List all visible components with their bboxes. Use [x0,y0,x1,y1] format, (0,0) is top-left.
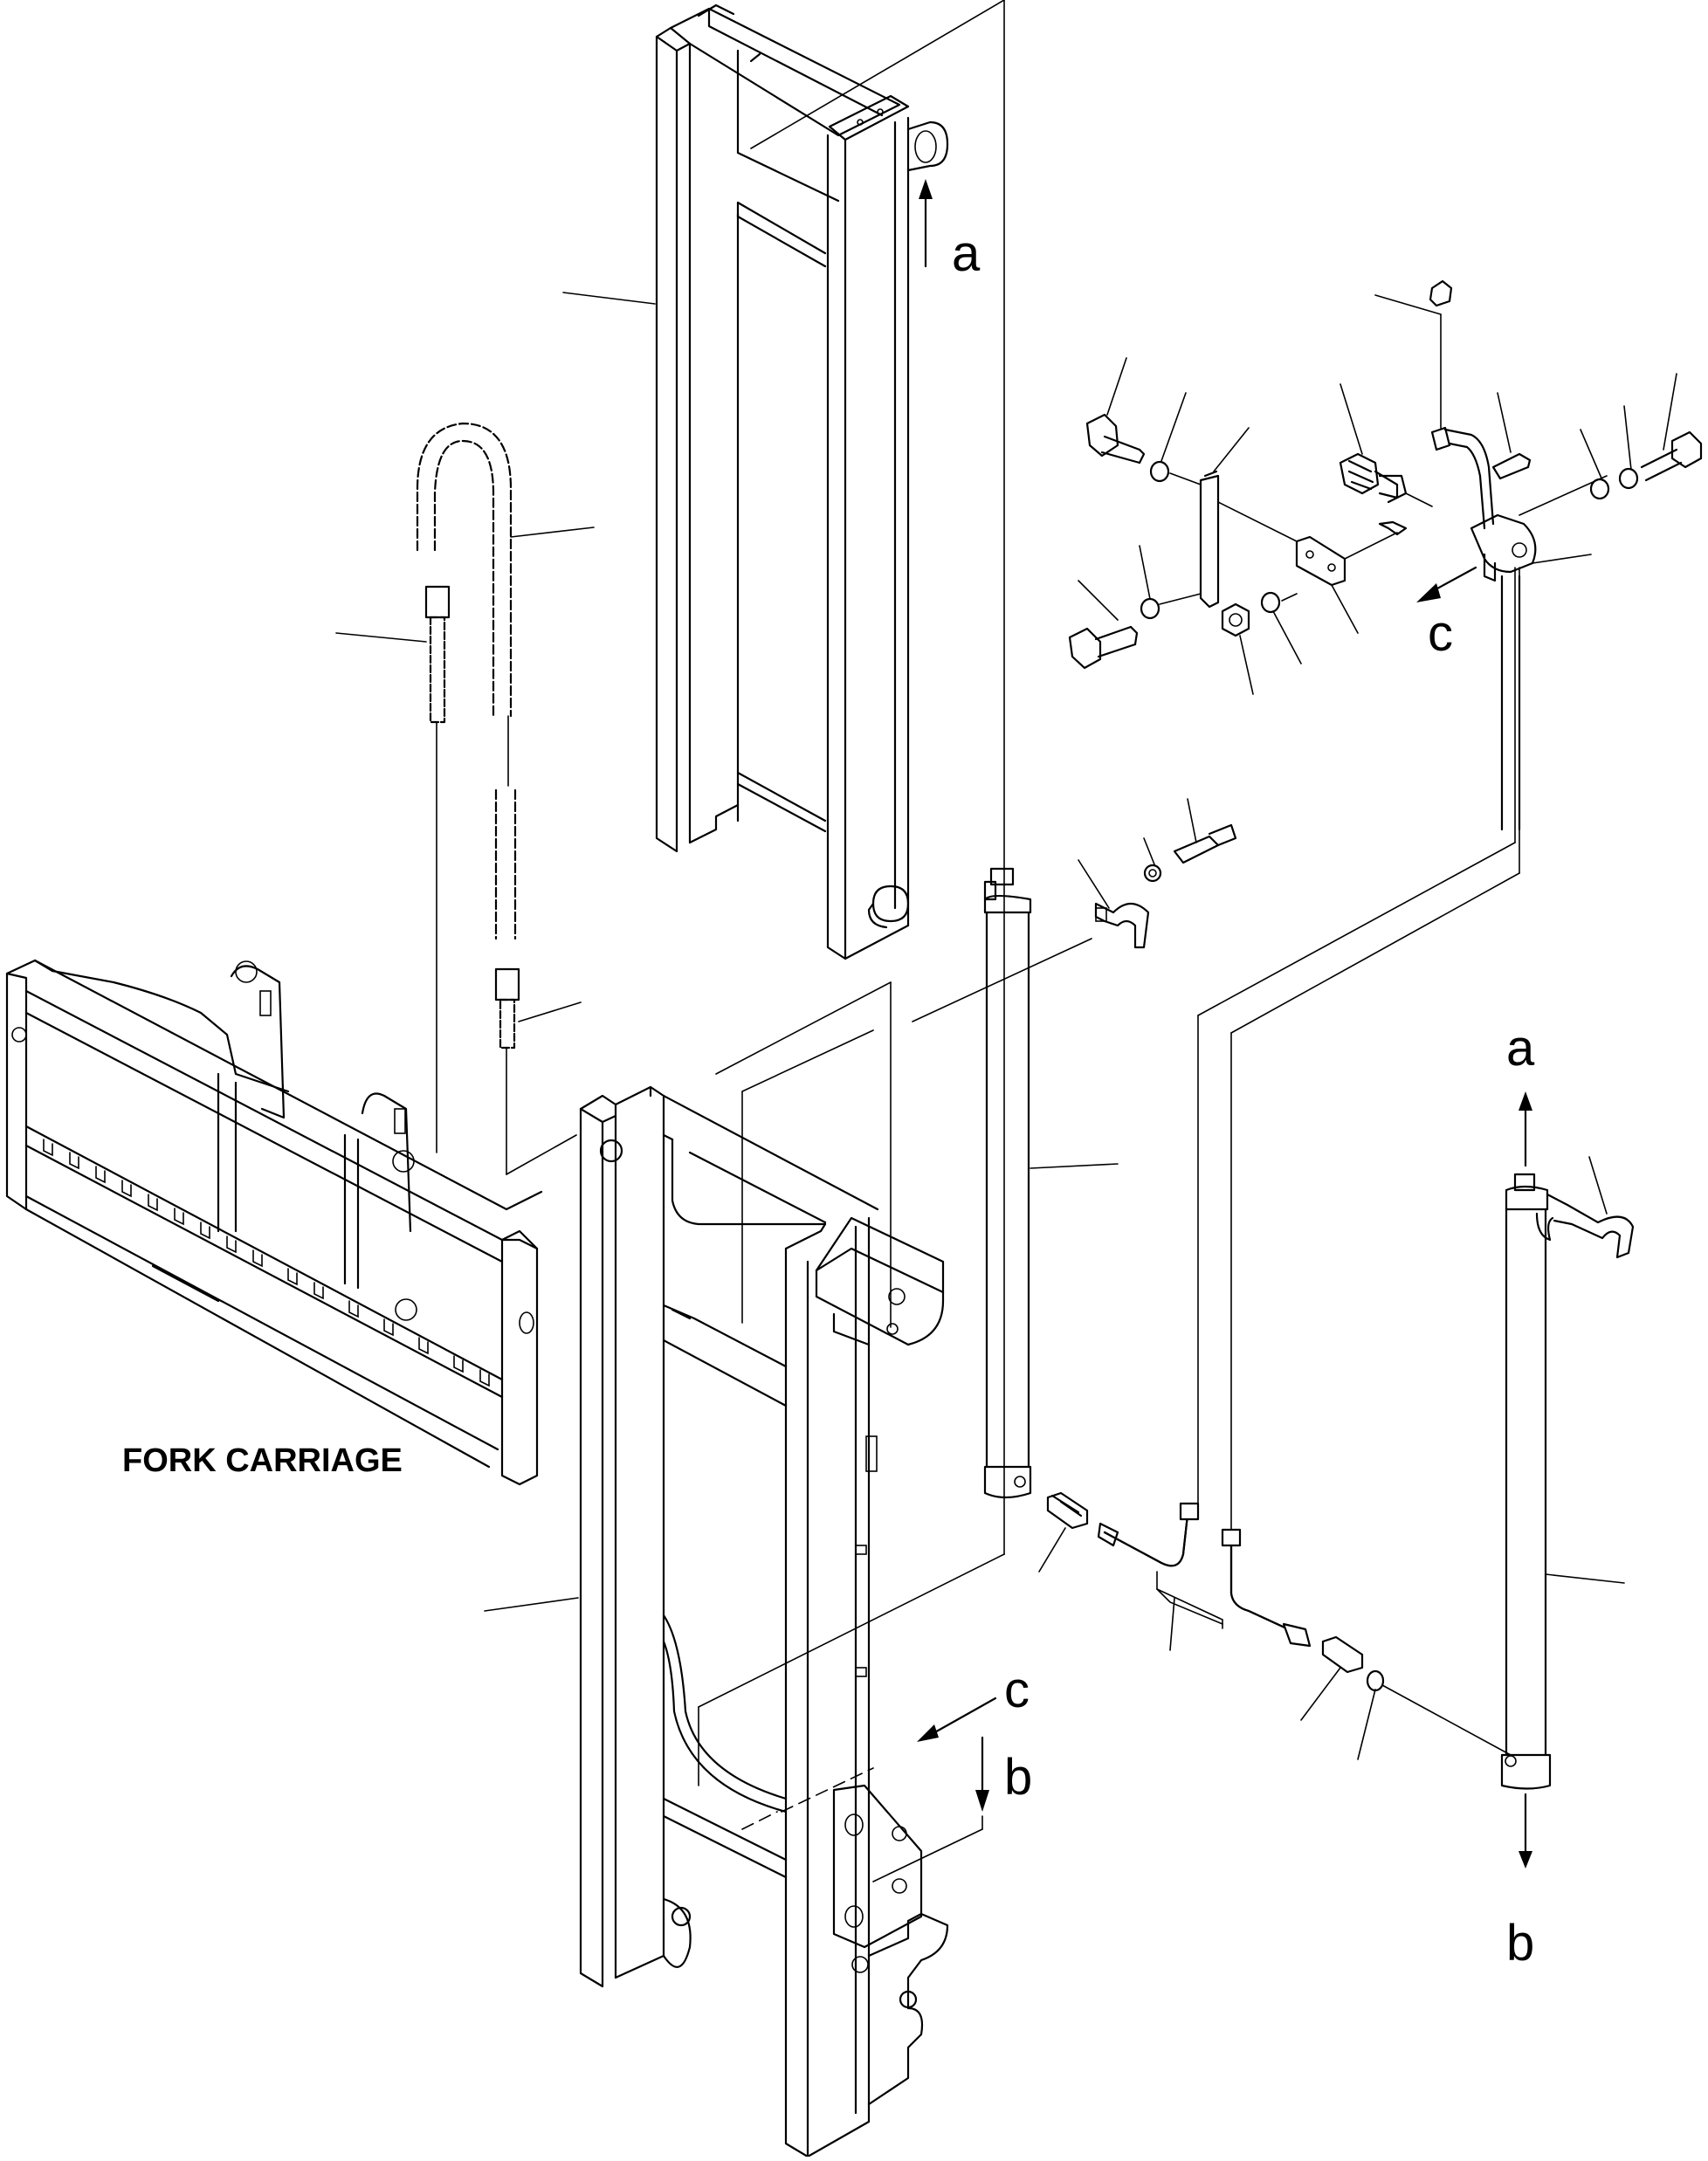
arrow-c-top: c [1416,566,1477,662]
leader-line [715,981,892,1075]
arrow-label-b-center: b [1004,1749,1032,1806]
cylinder-clamp-center [1078,798,1237,949]
arrow-label-a-top: a [952,225,981,282]
chain-anchor-bolt-center [494,967,582,1175]
pipe-fittings-lower [1038,567,1520,1760]
leader-line [781,1767,874,1813]
inner-mast-lower [579,1085,949,2158]
arrow-a-top: a [919,179,981,282]
lift-cylinder-center [912,867,1119,1555]
leader-line [750,0,1005,149]
chain-anchor-bolt-left [335,585,451,1153]
leader-line [741,1811,778,1830]
arrow-label-c-top: c [1428,605,1453,662]
hardware-top-right [1068,279,1703,695]
fork-carriage-caption: FORK CARRIAGE [122,1442,403,1479]
leader-line [484,1597,579,1612]
arrow-c-center: c [917,1662,1030,1742]
leader-line [562,292,656,305]
arrow-label-b-right: b [1506,1915,1534,1972]
arrow-a-right: a [1506,1020,1535,1167]
arrow-label-c-center: c [1004,1662,1030,1718]
outer-mast-upper [655,3,949,960]
arrow-label-a-right: a [1506,1020,1535,1077]
leader-line [741,1029,874,1092]
arrow-b-right: b [1506,1793,1534,1972]
leader-line [698,1553,1005,1708]
lift-cylinder-right [1500,1156,1635,1790]
arrow-b-center: b [872,1736,1032,1882]
fork-carriage [5,959,543,1486]
lift-chain [416,422,595,940]
